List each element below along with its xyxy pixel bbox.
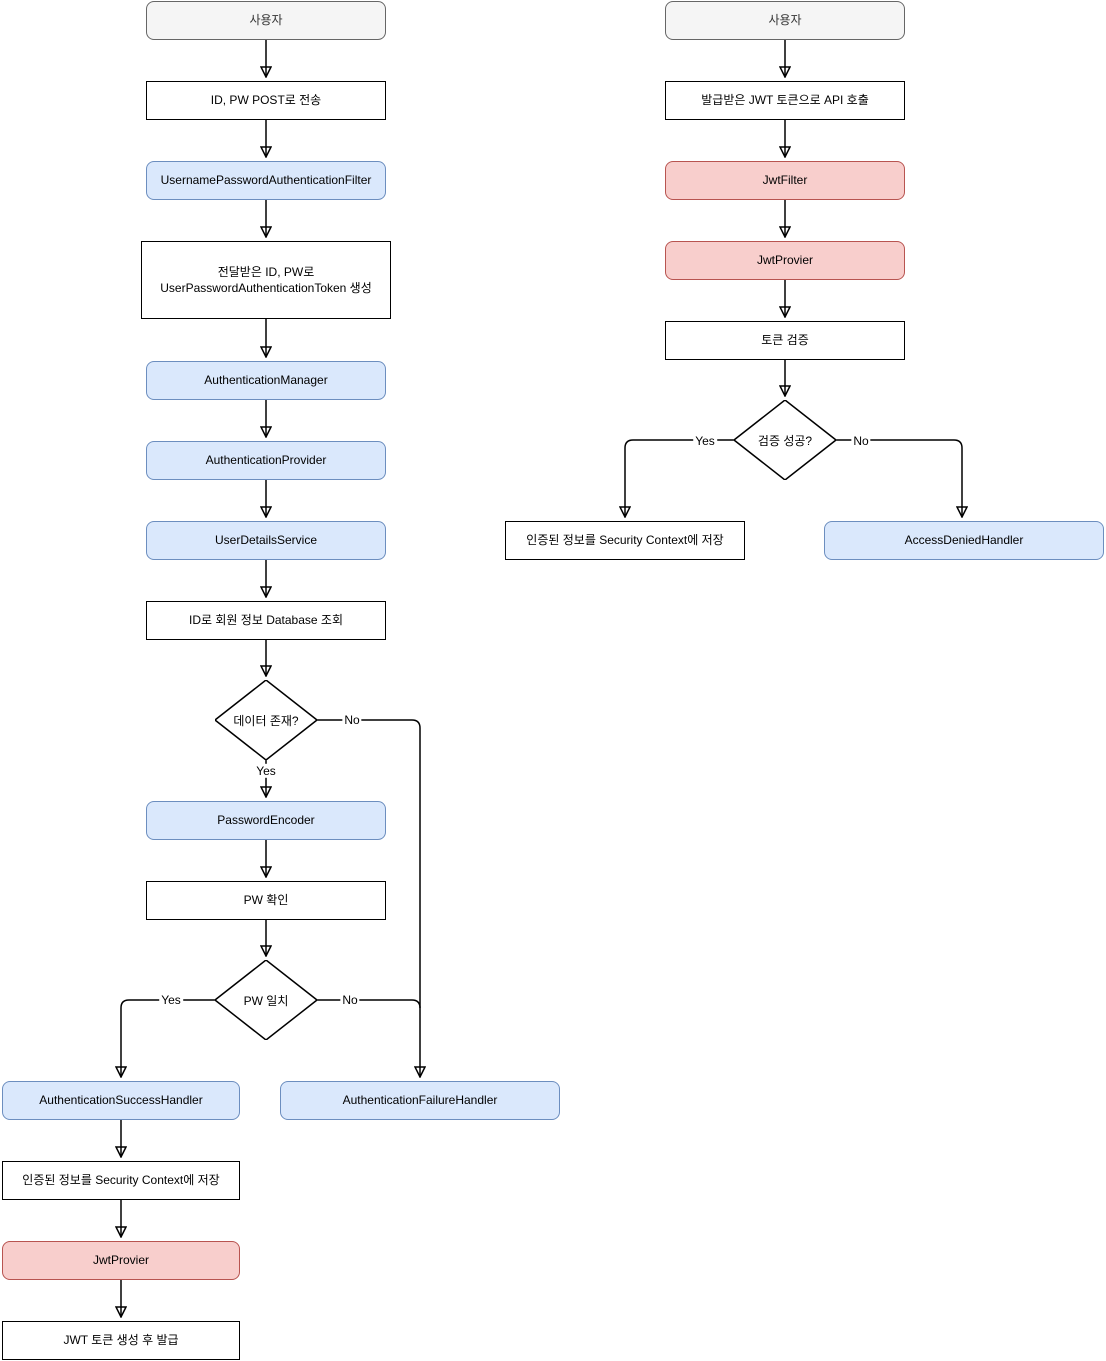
node-label: JwtProvier — [756, 253, 813, 268]
node-api-call: 발급받은 JWT 토큰으로 API 호출 — [665, 81, 905, 120]
node-label: JwtProvier — [92, 1253, 149, 1268]
node-pw-check: PW 확인 — [146, 881, 386, 920]
node-api-save-security-context: 인증된 정보를 Security Context에 저장 — [505, 521, 745, 560]
node-jwt-filter: JwtFilter — [665, 161, 905, 200]
node-label: 사용자 — [249, 13, 283, 28]
node-api-jwt-provider: JwtProvier — [665, 241, 905, 280]
decision-data-exists: 데이터 존재? — [215, 680, 317, 760]
node-db-lookup: ID로 회원 정보 Database 조회 — [146, 601, 386, 640]
edge-login-pw-match-yes-to-success — [121, 999, 215, 1077]
node-label: 전달받은 ID, PW로 UserPasswordAuthenticationT… — [160, 264, 372, 296]
node-user-details-service: UserDetailsService — [146, 521, 386, 560]
decision-verify-success: 검증 성공? — [734, 400, 836, 480]
node-label-line1: 전달받은 ID, PW로 — [217, 264, 315, 279]
node-label: 인증된 정보를 Security Context에 저장 — [22, 1173, 220, 1188]
node-label: PasswordEncoder — [217, 813, 315, 828]
node-label: AuthenticationProvider — [205, 453, 327, 468]
node-login-jwt-provider: JwtProvier — [2, 1241, 240, 1280]
node-authentication-failure-handler: AuthenticationFailureHandler — [280, 1081, 560, 1120]
edge-label-pw-match-yes: Yes — [159, 992, 183, 1008]
node-password-encoder: PasswordEncoder — [146, 801, 386, 840]
node-access-denied-handler: AccessDeniedHandler — [824, 521, 1104, 560]
node-label: ID로 회원 정보 Database 조회 — [189, 613, 343, 628]
decision-label: 데이터 존재? — [233, 713, 299, 728]
node-label: ID, PW POST로 전송 — [210, 93, 322, 108]
node-label: JwtFilter — [762, 173, 808, 188]
node-verify-token: 토큰 검증 — [665, 321, 905, 360]
edge-login-pw-match-no-join — [317, 999, 421, 1009]
edge-api-decision-yes-to-save — [625, 439, 734, 517]
node-label-line2: UserPasswordAuthenticationToken 생성 — [160, 281, 372, 295]
edge-label-verify-yes: Yes — [693, 433, 717, 449]
node-label: AuthenticationFailureHandler — [342, 1093, 498, 1108]
node-label: 토큰 검증 — [761, 333, 809, 348]
node-issue-jwt-token: JWT 토큰 생성 후 발급 — [2, 1321, 240, 1360]
node-api-user: 사용자 — [665, 1, 905, 40]
node-login-post-credentials: ID, PW POST로 전송 — [146, 81, 386, 120]
node-label: 인증된 정보를 Security Context에 저장 — [526, 533, 724, 548]
node-create-auth-token: 전달받은 ID, PW로 UserPasswordAuthenticationT… — [141, 241, 391, 319]
decision-pw-match: PW 일치 — [215, 960, 317, 1040]
node-label: AuthenticationManager — [204, 373, 328, 388]
edge-label-pw-match-no: No — [340, 992, 360, 1008]
edge-label-data-exists-no: No — [342, 712, 362, 728]
node-label: UsernamePasswordAuthenticationFilter — [160, 173, 372, 188]
node-label: 사용자 — [768, 13, 802, 28]
edge-api-decision-no-to-denied — [836, 439, 962, 517]
node-label: PW 확인 — [243, 893, 289, 908]
node-label: AuthenticationSuccessHandler — [39, 1093, 203, 1108]
diamond-shape — [215, 680, 317, 760]
node-label: 발급받은 JWT 토큰으로 API 호출 — [701, 93, 869, 108]
node-label: AccessDeniedHandler — [904, 533, 1024, 548]
decision-label: 검증 성공? — [757, 433, 813, 448]
edge-label-data-exists-yes: Yes — [254, 763, 278, 779]
decision-label: PW 일치 — [243, 993, 289, 1008]
diamond-shape — [734, 400, 836, 480]
edge-label-verify-no: No — [851, 433, 871, 449]
node-login-user: 사용자 — [146, 1, 386, 40]
node-login-save-security-context: 인증된 정보를 Security Context에 저장 — [2, 1161, 240, 1200]
node-authentication-success-handler: AuthenticationSuccessHandler — [2, 1081, 240, 1120]
node-authentication-provider: AuthenticationProvider — [146, 441, 386, 480]
node-label: UserDetailsService — [214, 533, 318, 548]
diamond-shape — [215, 960, 317, 1040]
node-label: JWT 토큰 생성 후 발급 — [63, 1333, 179, 1348]
node-username-password-authentication-filter: UsernamePasswordAuthenticationFilter — [146, 161, 386, 200]
node-authentication-manager: AuthenticationManager — [146, 361, 386, 400]
